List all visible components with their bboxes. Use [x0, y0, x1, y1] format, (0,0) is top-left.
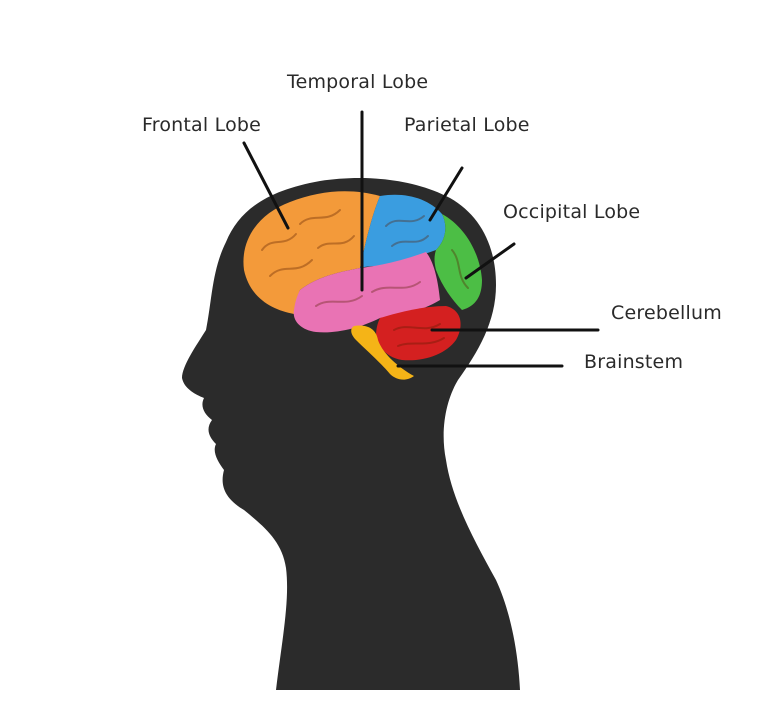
label-temporal-lobe: Temporal Lobe [287, 71, 429, 93]
leader-line-occipital [464, 242, 516, 280]
parietal-lobe [360, 194, 446, 268]
label-occipital-lobe: Occipital Lobe [503, 201, 641, 223]
gyri-texture [261, 209, 469, 347]
leader-lines [242, 110, 600, 368]
label-brainstem: Brainstem [584, 351, 684, 373]
leader-line-frontal [242, 141, 290, 230]
label-frontal-lobe: Frontal Lobe [142, 114, 262, 136]
cerebellum [376, 306, 461, 361]
head-silhouette [182, 178, 520, 690]
occipital-lobe [434, 214, 482, 310]
label-cerebellum: Cerebellum [611, 302, 722, 324]
frontal-lobe [243, 191, 380, 314]
label-parietal-lobe: Parietal Lobe [404, 114, 530, 136]
leader-line-parietal [428, 166, 464, 222]
